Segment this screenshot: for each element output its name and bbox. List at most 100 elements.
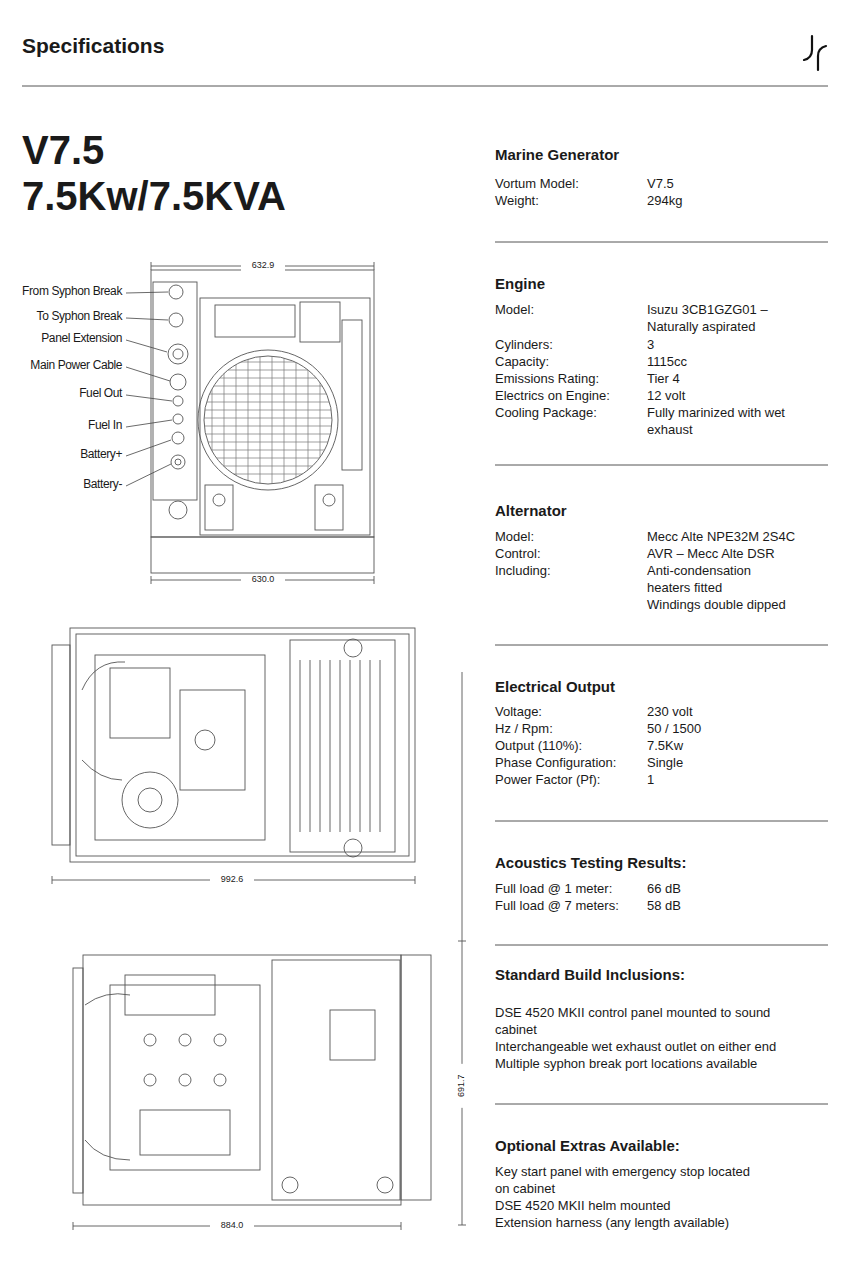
drawing-part [175,459,181,465]
drawing-part [151,537,374,573]
spec-key: Control: [495,546,541,563]
spec-key: Output (110%): [495,738,582,755]
drawing-part [126,464,171,486]
callout-label: Fuel Out [0,386,122,402]
drawing-part [300,660,301,832]
drawing-part [200,466,340,467]
drawing-part [342,320,362,470]
dimension: 992.6 [210,874,254,886]
drawing-part [296,350,297,490]
spec-key: Cooling Package: [495,405,597,422]
drawing-part [818,46,826,70]
drawing-part [330,1010,375,1060]
side-view [73,672,466,1230]
spec-note: Extension harness (any length available) [495,1215,729,1232]
spec-value: 1115cc [647,354,687,371]
spec-value: 66 dB [647,881,681,898]
drawing-part [401,955,431,1200]
drawing-part [173,349,183,359]
callout-label: Panel Extension [0,331,122,347]
plan-view [52,628,415,884]
drawing-part [126,420,172,427]
drawing-part [82,662,125,690]
drawing-part [282,1177,298,1193]
drawing-part [236,350,237,490]
drawing-part [73,1226,212,1227]
section-heading: Electrical Output [495,677,615,697]
page-title: Specifications [22,32,164,59]
spec-value: 58 dB [647,898,681,915]
drawing-part [300,302,340,342]
spec-key: Vortum Model: [495,176,579,193]
section-heading: Marine Generator [495,145,619,165]
section-heading: Acoustics Testing Results: [495,853,686,873]
drawing-part [350,660,351,832]
dimension: 884.0 [210,1220,254,1232]
drawing-part [272,350,273,490]
section-heading: Alternator [495,501,567,521]
drawing-part [495,945,828,946]
drawing-part [282,580,374,581]
drawing-part [126,367,170,381]
spec-value: V7.5 [647,176,674,193]
drawing-part [151,576,152,584]
spec-value: 294kg [647,193,682,210]
drawing-part [344,839,362,857]
drawing-part [252,1226,401,1227]
spec-key: Voltage: [495,704,542,721]
drawing-part [401,1222,402,1230]
drawing-part [282,266,374,267]
drawing-part [200,426,340,427]
spec-value: AVR – Mecc Alte DSR [647,546,775,563]
drawing-part [73,1222,74,1230]
rules [22,86,828,1104]
spec-value: 1 [647,772,654,789]
drawing-part [22,86,828,87]
spec-value: Isuzu 3CB1GZG01 – Naturally aspirated [647,302,815,336]
spec-value: Single [647,755,683,772]
drawing-part [200,458,340,459]
drawing-part [200,370,340,371]
drawing-part [458,1225,466,1226]
drawing-part [52,876,53,884]
drawing-part [462,941,463,1066]
callout-label: From Syphon Break [0,284,122,300]
drawing-part [377,1177,393,1193]
drawing-part [200,434,340,435]
drawing-part [198,350,338,490]
drawing-part [214,1034,226,1046]
spec-value: Windings double dipped [647,597,786,614]
drawing-part [330,660,331,832]
spec-note: DSE 4520 MKII control panel mounted to s… [495,1005,773,1039]
drawing-part [125,975,215,1015]
drawing-part [374,262,375,270]
drawing-part [179,1034,191,1046]
spec-value: 50 / 1500 [647,721,701,738]
drawing-part [310,660,311,832]
drawing-part [462,672,463,941]
drawing-part [212,350,213,490]
drawing-part [200,410,340,411]
drawing-part [85,994,130,1005]
section-heading: Standard Build Inclusions: [495,965,685,985]
dimension: 630.0 [241,574,285,586]
drawing-part [200,442,340,443]
drawing-part [179,1074,191,1086]
spec-value: 12 volt [647,388,685,405]
spec-key: Model: [495,302,534,319]
spec-value: Fully marinized with wet exhaust [647,405,797,439]
drawing-part [458,941,466,942]
dimension: 632.9 [241,260,285,272]
drawing-part [144,1034,156,1046]
drawing-part [169,501,187,519]
spec-value: 7.5Kw [647,738,683,755]
drawing-part [73,968,83,1193]
drawing-part [151,262,152,270]
spec-key: Model: [495,529,534,546]
drawing-part [320,350,321,490]
spec-key: Emissions Rating: [495,371,599,388]
drawing-part [213,494,225,506]
drawing-part [82,760,122,780]
drawing-part [95,655,265,840]
drawing-part [126,440,171,456]
